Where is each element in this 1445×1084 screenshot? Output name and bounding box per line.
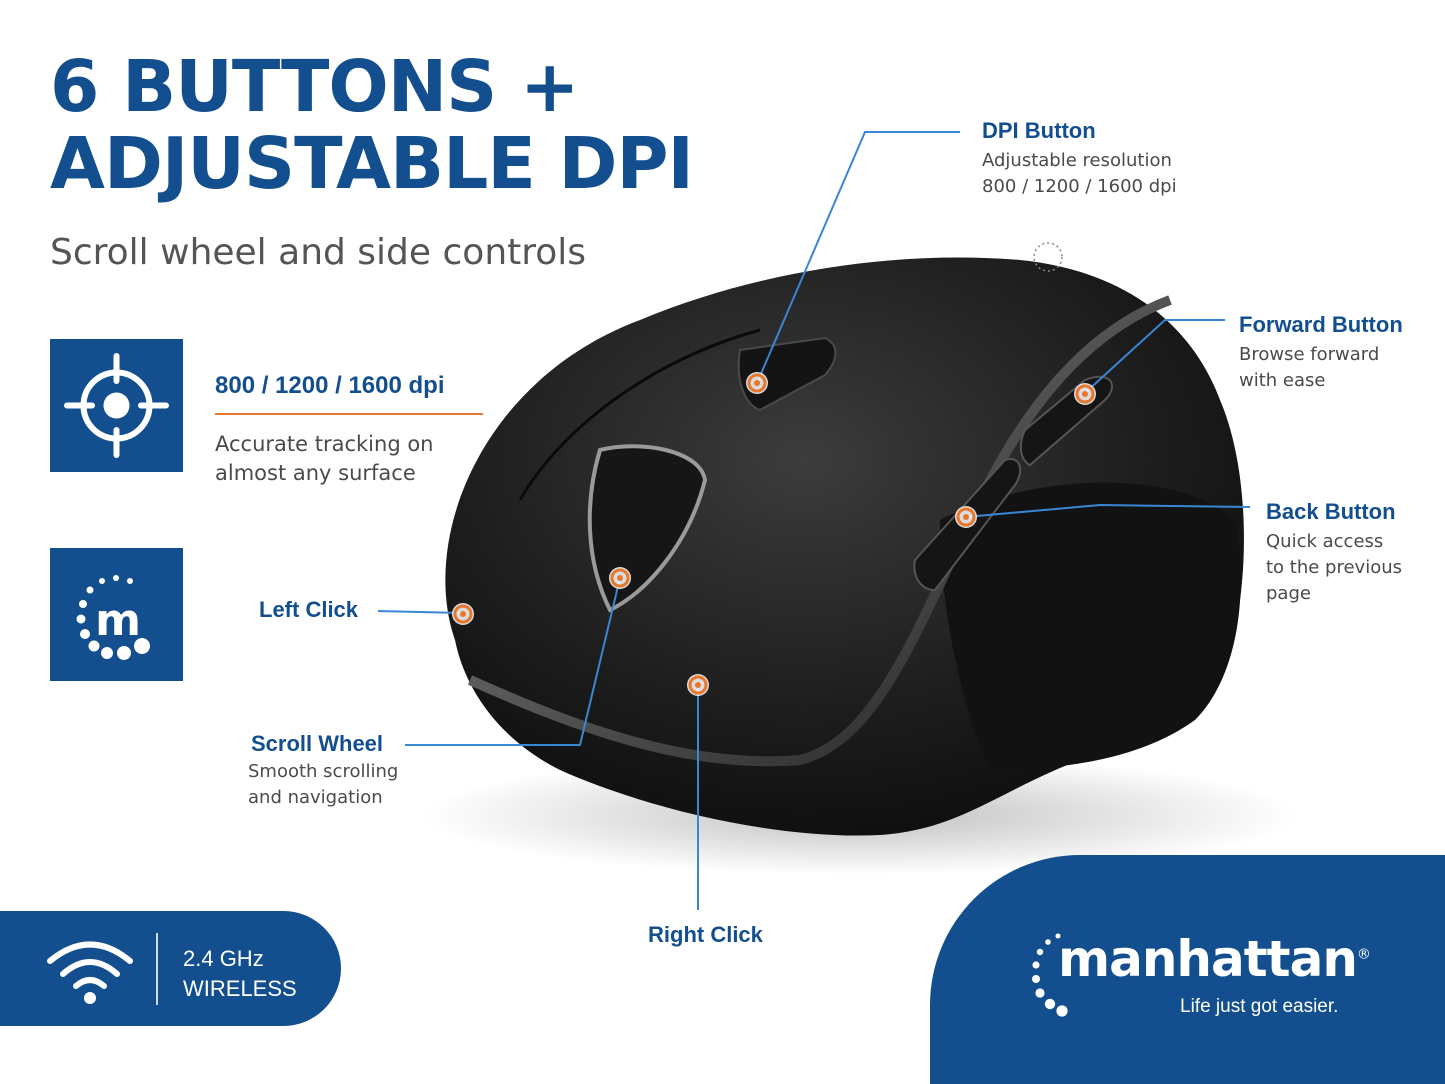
- brand-trademark: ®: [1356, 946, 1371, 963]
- wireless-divider: [156, 933, 158, 1005]
- callout-scroll-title: Scroll Wheel: [251, 731, 384, 756]
- wireless-line-2: WIRELESS: [183, 976, 297, 1001]
- brand-panel: [930, 855, 1445, 1084]
- mouse-gloss-seam: [467, 295, 1172, 767]
- callout-back-desc-line-2: to the previous: [1266, 557, 1403, 578]
- svg-text:m: m: [95, 595, 141, 646]
- callout-dpi-desc: Adjustable resolution 800 / 1200 / 1600 …: [982, 148, 1177, 200]
- callout-forward-desc-line-2: with ease: [1239, 370, 1326, 391]
- wifi-icon: [47, 941, 133, 1004]
- crosshair-icon: [50, 339, 183, 472]
- callout-lines: [377, 131, 1251, 910]
- brand-tagline: Life just got easier.: [1180, 996, 1339, 1017]
- mouse-logo-mark: [1033, 242, 1063, 272]
- callout-forward-title: Forward Button: [1239, 312, 1403, 337]
- brand-name-text: manhattan: [1058, 930, 1358, 988]
- callout-back-desc-line-1: Quick access: [1266, 531, 1384, 552]
- dpi-desc-line-2: almost any surface: [215, 461, 416, 485]
- brand-logo: manhattan®: [1058, 930, 1371, 988]
- headline: 6 BUTTONS + ADJUSTABLE DPI: [50, 45, 694, 205]
- subtitle: Scroll wheel and side controls: [50, 232, 587, 273]
- callout-back-desc: Quick access to the previous page: [1266, 529, 1402, 607]
- callout-dpi-desc-line-1: Adjustable resolution: [982, 150, 1172, 171]
- manhattan-logo-icon: m: [50, 548, 183, 681]
- callout-dpi-button: DPI Button Adjustable resolution 800 / 1…: [982, 118, 1177, 200]
- callout-back-desc-line-3: page: [1266, 583, 1311, 604]
- callout-right-click: Right Click: [648, 922, 763, 947]
- callout-left-click: Left Click: [259, 597, 359, 622]
- dpi-desc-line-1: Accurate tracking on: [215, 432, 434, 456]
- callout-scroll-desc-line-2: and navigation: [248, 787, 383, 808]
- callout-scroll-wheel: Scroll Wheel Smooth scrolling and naviga…: [248, 731, 398, 811]
- callout-forward-button: Forward Button Browse forward with ease: [1239, 312, 1403, 394]
- mouse-grip: [940, 482, 1241, 770]
- wireless-badge: [0, 911, 341, 1026]
- headline-line-2: ADJUSTABLE DPI: [50, 122, 694, 205]
- callout-scroll-desc-line-1: Smooth scrolling: [248, 761, 399, 782]
- wireless-label: 2.4 GHz WIRELESS: [183, 944, 297, 1004]
- wireless-line-1: 2.4 GHz: [183, 946, 264, 971]
- callout-dpi-desc-line-2: 800 / 1200 / 1600 dpi: [982, 176, 1177, 197]
- dpi-feature-desc: Accurate tracking on almost any surface: [215, 430, 505, 488]
- dpi-feature-title: 800 / 1200 / 1600 dpi: [215, 372, 445, 399]
- headline-line-1: 6 BUTTONS +: [50, 45, 580, 128]
- callout-dpi-title: DPI Button: [982, 118, 1096, 143]
- callout-back-title: Back Button: [1266, 499, 1396, 524]
- callout-forward-desc: Browse forward with ease: [1239, 342, 1403, 394]
- mouse-button-split: [518, 328, 761, 501]
- callout-scroll-desc: Smooth scrolling and navigation: [248, 759, 398, 811]
- dpi-divider: [215, 413, 483, 415]
- callout-markers: [452, 372, 1096, 696]
- callout-forward-desc-line-1: Browse forward: [1239, 344, 1380, 365]
- brand-dots-icon: [1032, 933, 1068, 1017]
- callout-back-button: Back Button Quick access to the previous…: [1266, 499, 1402, 607]
